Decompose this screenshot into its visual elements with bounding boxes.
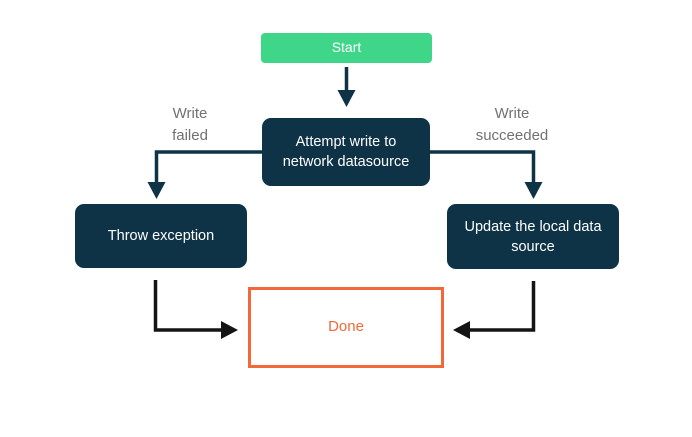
arrow-throw-to-done (153, 280, 238, 339)
node-update-local-datasource: Update the local data source (447, 204, 619, 269)
node-done: Done (248, 287, 444, 368)
arrow-update-to-done (453, 281, 536, 339)
edge-label-write-succeeded: Write succeeded (475, 105, 549, 144)
arrow-start-to-attempt (337, 67, 356, 107)
node-start: Start (261, 33, 432, 63)
arrow-attempt-to-update (430, 150, 543, 199)
node-throw-exception: Throw exception (75, 204, 247, 268)
node-attempt-write: Attempt write to network datasource (262, 118, 430, 186)
arrow-attempt-to-throw (147, 150, 262, 199)
edge-label-write-failed: Write failed (172, 105, 208, 144)
